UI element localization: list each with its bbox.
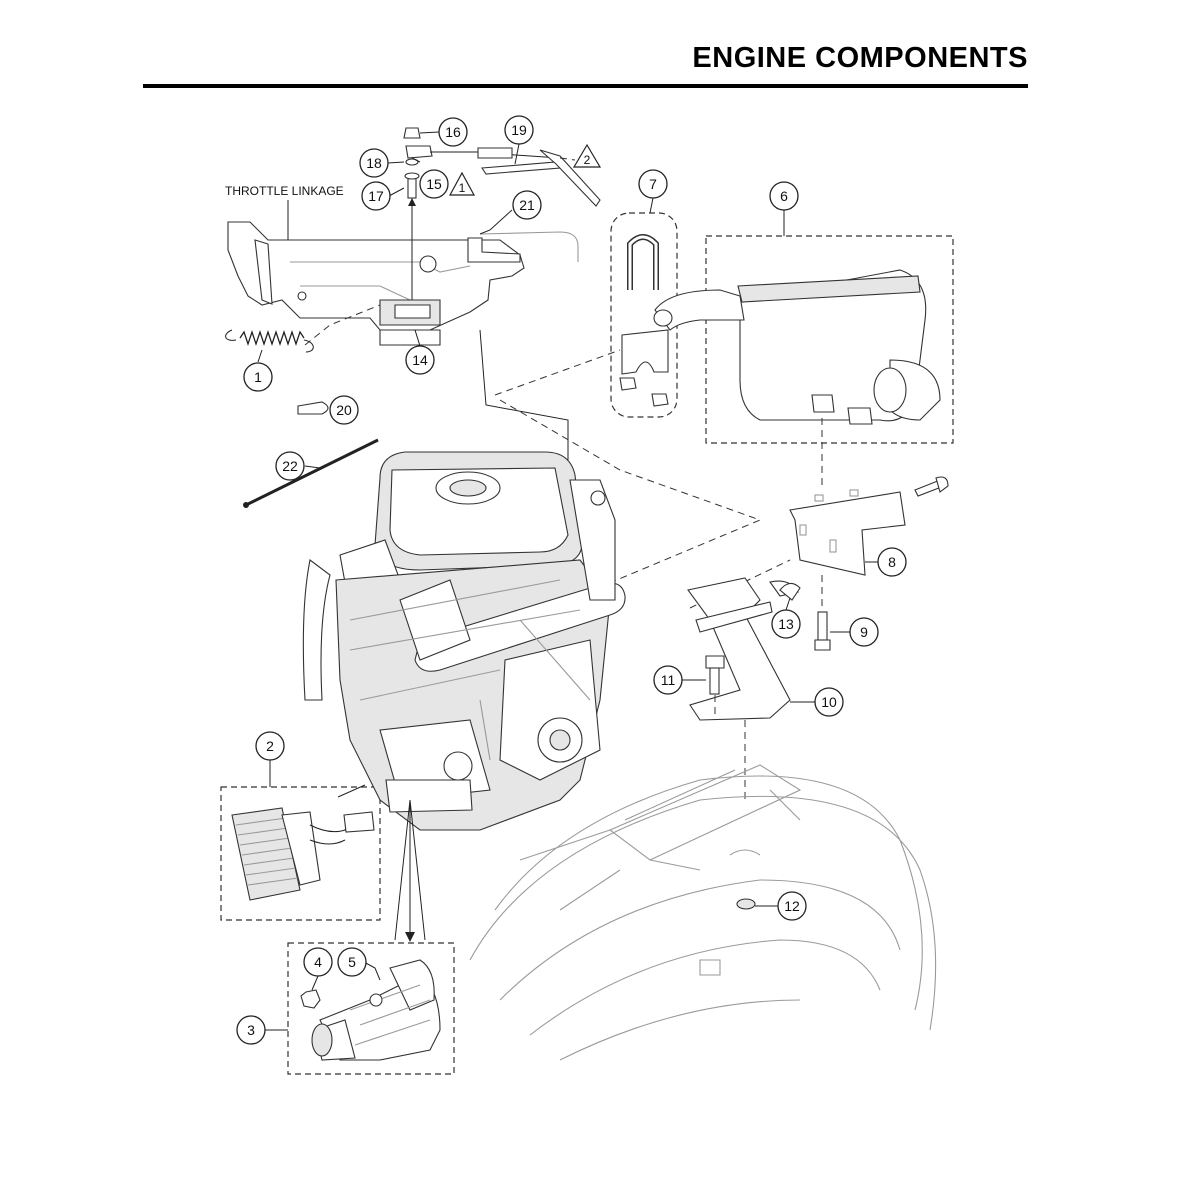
nut-part xyxy=(300,989,321,1009)
fastener-stack xyxy=(403,127,433,300)
warning-triangle-2: 2 xyxy=(572,143,602,168)
group-box-starter xyxy=(287,942,455,1075)
callout-20: 20 xyxy=(329,395,359,425)
callout-number: 11 xyxy=(661,672,676,688)
callout-number: 14 xyxy=(412,352,428,368)
starter-route-arrow xyxy=(405,932,415,942)
warning-triangle-1: 1 xyxy=(448,171,476,196)
callout-6: 6 xyxy=(769,181,799,211)
trowel-frame xyxy=(469,764,937,1061)
callout-22: 22 xyxy=(275,451,305,481)
callout-number: 9 xyxy=(860,624,868,640)
throttle-linkage-label: THROTTLE LINKAGE xyxy=(225,184,344,198)
callout-number: 1 xyxy=(254,369,262,385)
muffler-part xyxy=(653,269,941,490)
callout-number: 13 xyxy=(778,616,794,632)
linkage-route-line xyxy=(479,329,569,475)
callout-13: 13 xyxy=(771,609,801,639)
warning-number-2: 2 xyxy=(584,153,591,167)
muffler-bracket-part xyxy=(789,476,949,576)
throttle-linkage xyxy=(227,221,525,346)
choke-cable-part xyxy=(479,231,579,262)
callout-14: 14 xyxy=(405,345,435,375)
callout-number: 15 xyxy=(426,176,442,192)
callout-number: 3 xyxy=(247,1022,255,1038)
clip-part xyxy=(297,401,329,415)
callout-number: 10 xyxy=(821,694,837,710)
callout-15: 15 xyxy=(419,169,449,199)
callout-number: 20 xyxy=(336,402,352,418)
callout-10: 10 xyxy=(814,687,844,717)
callout-1: 1 xyxy=(243,362,273,392)
spring-part xyxy=(225,329,314,353)
starter-route-lines xyxy=(394,799,426,941)
callout-number: 16 xyxy=(445,124,461,140)
callout-number: 4 xyxy=(314,954,322,970)
callout-number: 5 xyxy=(348,954,356,970)
callout-number: 22 xyxy=(282,458,298,474)
callout-12: 12 xyxy=(777,891,807,921)
rod-end xyxy=(243,502,249,508)
callout-19: 19 xyxy=(504,115,534,145)
title-rule xyxy=(143,84,1028,88)
callout-5: 5 xyxy=(337,947,367,977)
regulator-route-line xyxy=(337,784,366,798)
regulator-part xyxy=(231,807,375,901)
starter-part xyxy=(311,959,441,1061)
callout-number: 21 xyxy=(519,197,535,213)
clip-13-part xyxy=(779,582,801,601)
throttle-cable xyxy=(430,147,601,207)
callout-number: 2 xyxy=(266,738,274,754)
engine-assembly xyxy=(302,451,626,831)
callout-16: 16 xyxy=(438,117,468,147)
group-box-regulator xyxy=(220,786,381,921)
callout-11: 11 xyxy=(653,665,683,695)
callout-9: 9 xyxy=(849,617,879,647)
warning-number-1: 1 xyxy=(459,181,466,195)
callout-18: 18 xyxy=(359,148,389,178)
callout-number: 19 xyxy=(511,122,527,138)
callout-8: 8 xyxy=(877,547,907,577)
group-box-muffler xyxy=(705,235,954,444)
callout-number: 8 xyxy=(888,554,896,570)
bolt-11-part xyxy=(705,655,725,715)
callout-17: 17 xyxy=(361,181,391,211)
callout-number: 12 xyxy=(784,898,800,914)
u-bolt-part xyxy=(619,234,669,407)
callout-2: 2 xyxy=(255,731,285,761)
callout-number: 18 xyxy=(366,155,382,171)
callout-number: 6 xyxy=(780,188,788,204)
callout-7: 7 xyxy=(638,169,668,199)
callout-21: 21 xyxy=(512,190,542,220)
callout-number: 17 xyxy=(368,188,384,204)
callout-3: 3 xyxy=(236,1015,266,1045)
bolt-9-part xyxy=(814,575,831,651)
callout-number: 7 xyxy=(649,176,657,192)
page-title: ENGINE COMPONENTS xyxy=(692,42,1028,74)
callout-4: 4 xyxy=(303,947,333,977)
callout-leaders xyxy=(257,131,878,1031)
muffler-route-dash xyxy=(494,349,762,611)
rod-part xyxy=(245,438,379,507)
